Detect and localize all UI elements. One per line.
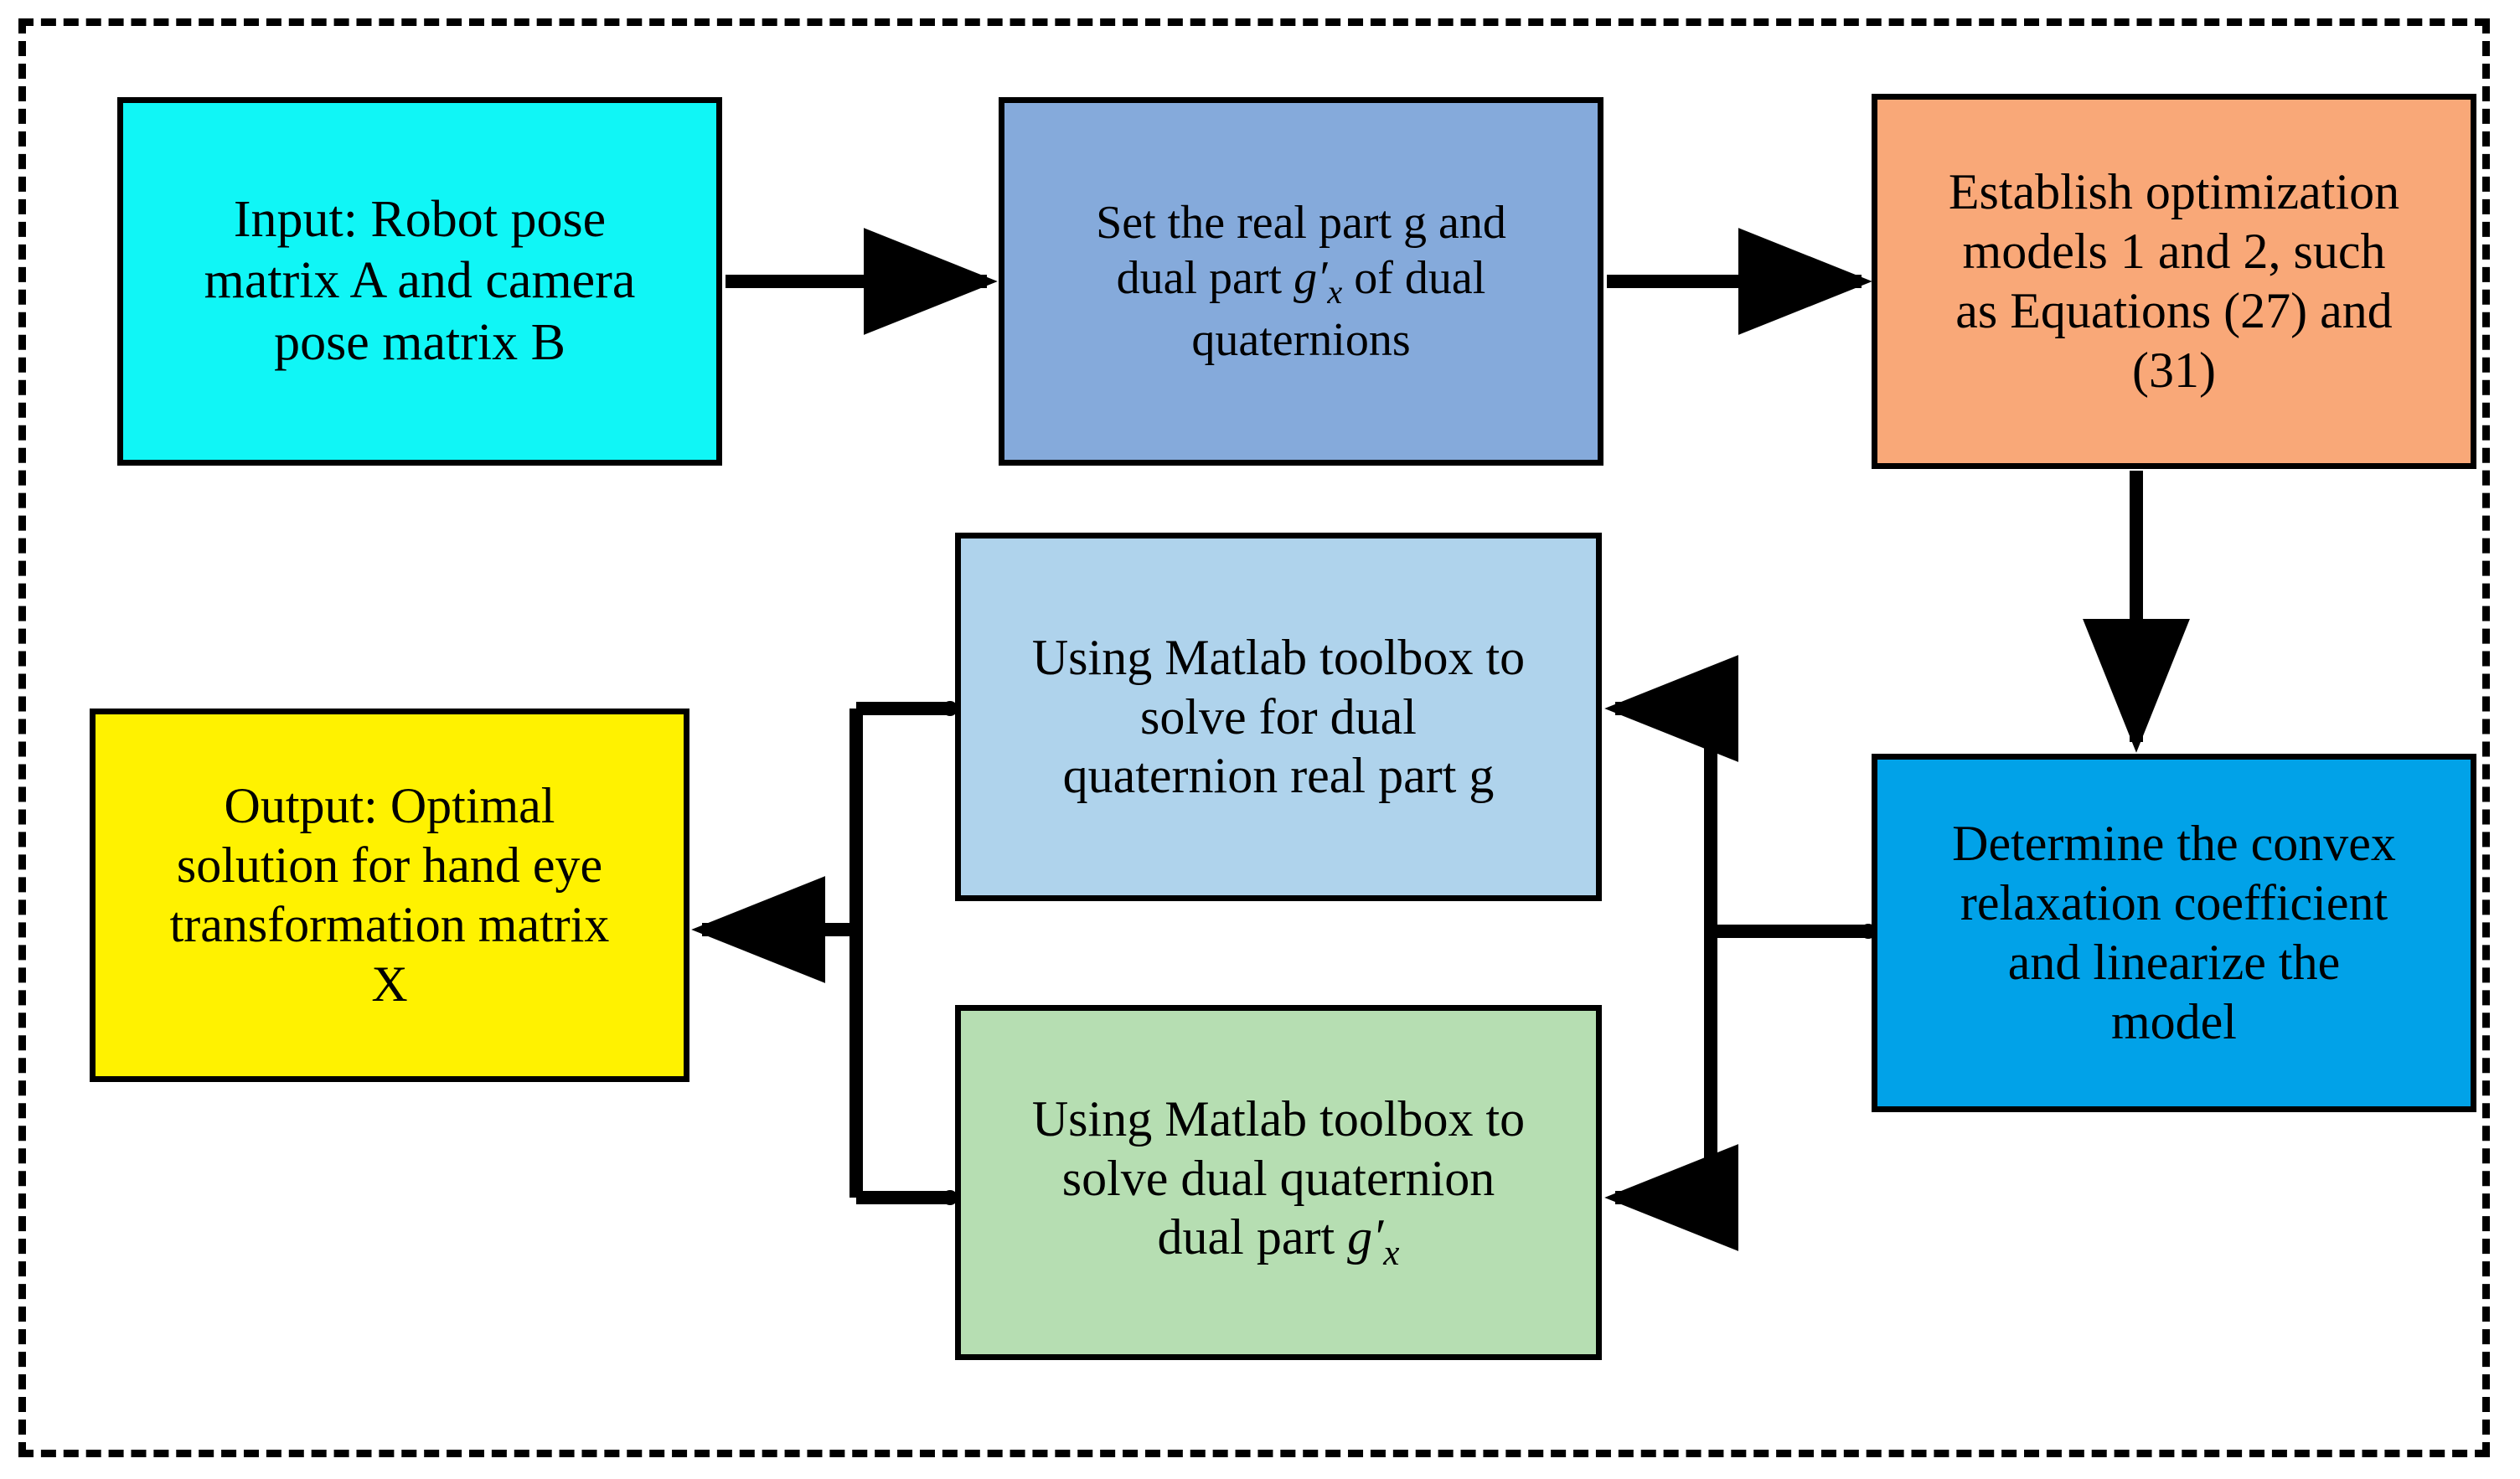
node-establish-line-3: as Equations (27) and: [1955, 283, 2393, 338]
node-set-parts-line-1: Set the real part g and: [1096, 197, 1506, 250]
node-establish-optimization-models[interactable]: Establish optimization models 1 and 2, s…: [1872, 94, 2476, 469]
symbol-g-prime-x: g′x: [1294, 252, 1343, 312]
node-determine-label: Determine the convex relaxation coeffici…: [1886, 814, 2462, 1051]
node-determine-line-2: relaxation coefficient: [1960, 875, 2388, 931]
node-set-parts-line-3: quaternions: [1191, 313, 1411, 366]
node-establish-line-4: (31): [2132, 342, 2216, 398]
node-solve-real-line-1: Using Matlab toolbox to: [1031, 629, 1526, 685]
node-solve-dual-label: Using Matlab toolbox to solve dual quate…: [969, 1090, 1588, 1276]
node-input-line-3: pose matrix B: [274, 313, 565, 371]
node-determine-line-3: and linearize the: [2007, 935, 2341, 990]
node-determine-line-1: Determine the convex: [1952, 816, 2396, 872]
node-set-parts-label: Set the real part g and dual part g′x of…: [1013, 195, 1589, 368]
node-output-line-1: Output: Optimal: [224, 778, 555, 834]
node-set-parts-line-2: dual part g′x of dual: [1116, 252, 1486, 312]
node-establish-line-2: models 1 and 2, such: [1962, 224, 2386, 280]
node-determine-line-4: model: [2111, 993, 2237, 1049]
node-solve-real-part[interactable]: Using Matlab toolbox to solve for dual q…: [955, 533, 1602, 901]
node-input-line-1: Input: Robot pose: [233, 191, 607, 249]
node-solve-dual-part[interactable]: Using Matlab toolbox to solve dual quate…: [955, 1005, 1602, 1360]
node-solve-dual-line-3: dual part g′x: [1157, 1209, 1400, 1274]
node-output-line-3: transformation matrix: [169, 897, 610, 952]
node-input-label: Input: Robot pose matrix A and camera po…: [132, 189, 708, 373]
node-output-line-4: X: [371, 956, 408, 1012]
node-input-line-2: matrix A and camera: [204, 252, 636, 310]
node-solve-dual-line-1: Using Matlab toolbox to: [1031, 1090, 1526, 1147]
dashed-outer-frame: [18, 18, 2490, 1457]
node-establish-line-1: Establish optimization: [1948, 164, 2400, 220]
node-determine-convex-relaxation[interactable]: Determine the convex relaxation coeffici…: [1872, 754, 2476, 1112]
node-solve-real-label: Using Matlab toolbox to solve for dual q…: [969, 628, 1588, 806]
node-output-label: Output: Optimal solution for hand eye tr…: [104, 776, 675, 1013]
node-solve-real-line-2: solve for dual: [1140, 688, 1417, 745]
node-set-dual-quaternion-parts[interactable]: Set the real part g and dual part g′x of…: [999, 97, 1603, 466]
node-output-line-2: solution for hand eye: [176, 837, 603, 894]
node-establish-label: Establish optimization models 1 and 2, s…: [1886, 162, 2462, 399]
node-output[interactable]: Output: Optimal solution for hand eye tr…: [90, 709, 689, 1082]
node-input[interactable]: Input: Robot pose matrix A and camera po…: [117, 97, 722, 466]
node-solve-dual-line-2: solve dual quaternion: [1061, 1150, 1495, 1206]
node-solve-real-line-3: quaternion real part g: [1062, 748, 1495, 804]
symbol-g-prime-x-dual: g′x: [1347, 1209, 1400, 1274]
